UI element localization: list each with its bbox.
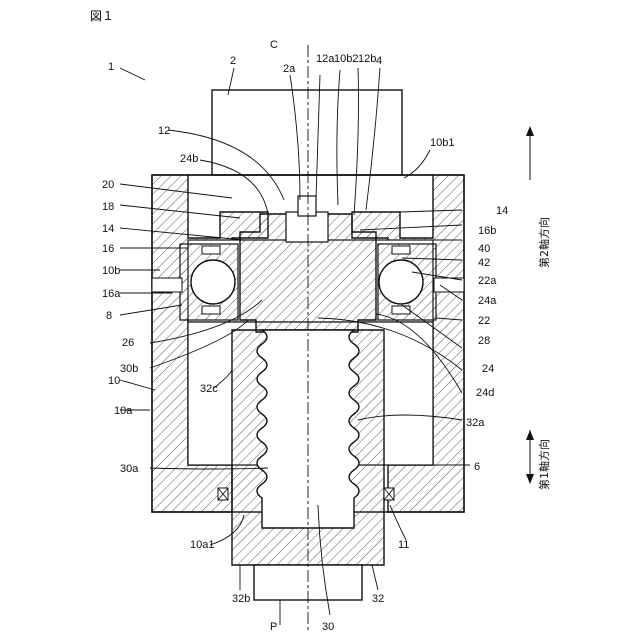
ref-label: 10a — [114, 405, 133, 417]
ref-label: P — [270, 621, 277, 633]
ref-label: 32a — [466, 417, 485, 429]
ref-label: 4 — [376, 55, 382, 67]
ref-label: 24b — [180, 153, 198, 165]
ref-label: 12b — [358, 53, 376, 65]
ref-label: 10b1 — [430, 137, 454, 149]
ref-label: 10b2 — [334, 53, 358, 65]
shaft-key — [298, 196, 316, 216]
right-bearing-ball — [379, 260, 423, 304]
figure-title: 図１ — [90, 9, 114, 23]
ref-label: 16 — [102, 243, 114, 255]
ref-label: 22 — [478, 315, 490, 327]
ref-label: 40 — [478, 243, 490, 255]
top-block — [212, 90, 402, 175]
ref-label: 14 — [496, 205, 508, 217]
ref-label: 12 — [158, 125, 170, 137]
ref-label: 2a — [283, 63, 296, 75]
left-seal-top — [202, 246, 220, 254]
ref-label: 12a — [316, 53, 335, 65]
ref-label: 24 — [482, 363, 494, 375]
ref-label: 30b — [120, 363, 138, 375]
ref-label: 22a — [478, 275, 497, 287]
ref-label: 1 — [108, 61, 114, 73]
ref-label: C — [270, 39, 278, 51]
ref-label: 26 — [122, 337, 134, 349]
left-port — [152, 278, 182, 292]
ref-label: 2 — [230, 55, 236, 67]
second-axis-arrow — [526, 126, 534, 180]
ref-label: 32b — [232, 593, 250, 605]
right-seal-bottom — [392, 306, 410, 314]
ref-label: 24a — [478, 295, 497, 307]
left-bearing-ball — [191, 260, 235, 304]
ref-label: 30 — [322, 621, 334, 633]
ref-label: 28 — [478, 335, 490, 347]
ref-label: 32 — [372, 593, 384, 605]
ref-label: 10a1 — [190, 539, 214, 551]
right-port — [434, 278, 464, 292]
ref-label: 10b — [102, 265, 120, 277]
left-seal-bottom — [202, 306, 220, 314]
second-axis-label: 第2軸方向 — [537, 217, 551, 268]
ref-label: 11 — [398, 539, 409, 551]
ref-label: 42 — [478, 257, 490, 269]
ref-label: 8 — [106, 310, 112, 322]
ref-label: 24d — [476, 387, 494, 399]
ref-label: 30a — [120, 463, 139, 475]
ref-label: 32c — [200, 383, 218, 395]
ref-label: 20 — [102, 179, 114, 191]
ref-label: 10 — [108, 375, 120, 387]
ref-label: 6 — [474, 461, 480, 473]
first-axis-label: 第1軸方向 — [537, 439, 551, 490]
ref-label: 16a — [102, 288, 121, 300]
right-seal-top — [392, 246, 410, 254]
ref-label: 16b — [478, 225, 496, 237]
first-axis-arrow — [526, 430, 534, 484]
ref-label: 14 — [102, 223, 114, 235]
ref-label: 18 — [102, 201, 114, 213]
